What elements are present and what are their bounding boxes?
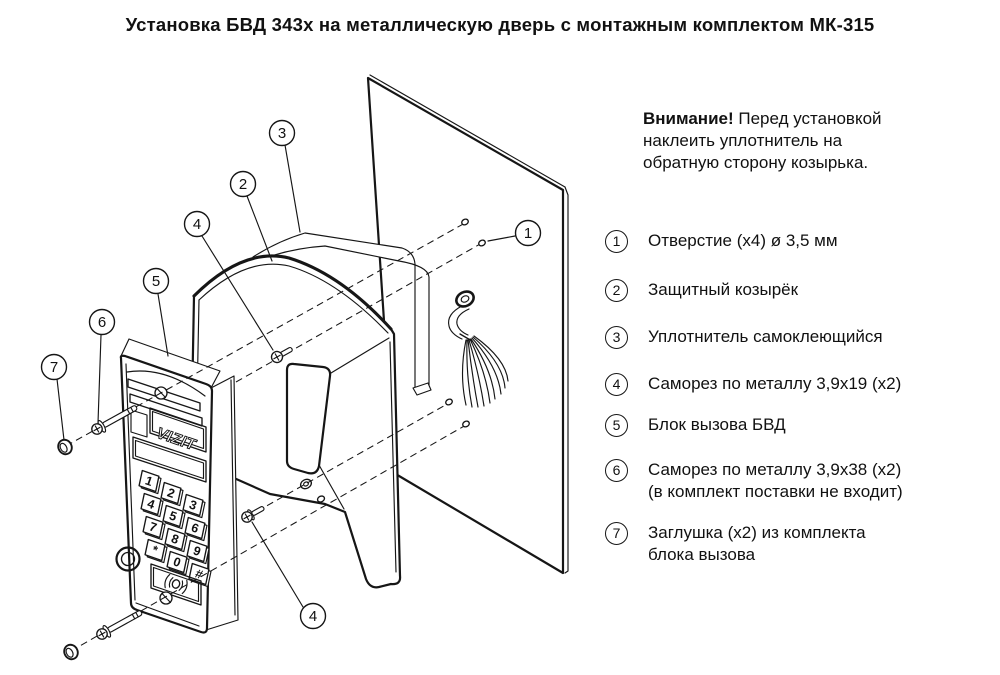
- svg-text:5: 5: [167, 508, 178, 524]
- cap-lower: [63, 643, 79, 661]
- keypad-key: [142, 515, 164, 539]
- legend-num-3: 3: [605, 326, 628, 349]
- callout-4: [183, 210, 211, 238]
- svg-text:*: *: [150, 543, 159, 558]
- legend-num-4: 4: [605, 373, 628, 396]
- keypad-key: [184, 516, 206, 540]
- sealing-strip: [252, 232, 432, 396]
- callout-3: [268, 119, 296, 147]
- callout-6: [88, 308, 116, 336]
- callout-4: [299, 602, 327, 630]
- svg-text:9: 9: [191, 543, 202, 559]
- callout-5: [142, 267, 170, 295]
- call-button-ring: [115, 546, 141, 572]
- speaker-icon: [164, 573, 188, 595]
- svg-text:4: 4: [309, 608, 317, 625]
- notice: Внимание! Перед установкой наклеить упло…: [643, 109, 882, 172]
- svg-text:0: 0: [171, 554, 182, 570]
- svg-text:2: 2: [239, 176, 247, 193]
- svg-text:7: 7: [50, 359, 58, 376]
- svg-text:2: 2: [165, 485, 176, 501]
- svg-text:8: 8: [169, 531, 180, 547]
- keypad-key: [164, 527, 186, 551]
- callout-7: [40, 353, 68, 381]
- page-title: Установка БВД 343х на металлическую двер…: [125, 14, 875, 35]
- svg-text:4: 4: [193, 216, 201, 233]
- svg-text:1: 1: [143, 473, 154, 489]
- notice-bold: Внимание!: [643, 109, 734, 128]
- cap-upper: [57, 438, 73, 456]
- keypad-key: [144, 538, 166, 562]
- svg-text:#: #: [193, 566, 204, 582]
- svg-text:4: 4: [145, 496, 156, 512]
- keypad: 123 456 789 * 0 #: [138, 469, 212, 588]
- svg-text:3: 3: [187, 497, 198, 513]
- unit-screw-hole-bottom: [159, 591, 173, 605]
- keypad-key: [160, 481, 182, 505]
- svg-text:5: 5: [152, 273, 160, 290]
- wire-bundle: [448, 290, 509, 408]
- callout-leaders: [56, 144, 516, 608]
- keypad-key: [138, 469, 160, 493]
- legend-num-7: 7: [605, 522, 628, 545]
- svg-text:1: 1: [524, 225, 532, 242]
- screw-long-upper: [91, 405, 138, 435]
- callout-1: [514, 219, 542, 247]
- screw-cover-top: [270, 346, 293, 364]
- cover-hole: [316, 495, 326, 503]
- assembly-axis: [65, 222, 466, 447]
- assembly-axis: [246, 402, 450, 518]
- svg-text:6: 6: [189, 520, 200, 536]
- legend-num-2: 2: [605, 279, 628, 302]
- legend-num-1: 1: [605, 230, 628, 253]
- screw-long-lower: [96, 610, 143, 640]
- keypad-key: [166, 550, 188, 574]
- svg-text:6: 6: [98, 314, 106, 331]
- keypad-key: [186, 539, 208, 563]
- wire-grommet: [455, 290, 475, 308]
- screw-cover-bottom: [241, 506, 265, 523]
- svg-text:7: 7: [147, 519, 158, 535]
- callout-2: [229, 170, 257, 198]
- door-holes: [445, 218, 486, 428]
- legend-num-6: 6: [605, 459, 628, 482]
- keypad-key: [162, 504, 184, 528]
- keypad-key: [182, 493, 204, 517]
- svg-text:3: 3: [278, 125, 286, 142]
- keypad-key: [140, 492, 162, 516]
- legend-num-5: 5: [605, 414, 628, 437]
